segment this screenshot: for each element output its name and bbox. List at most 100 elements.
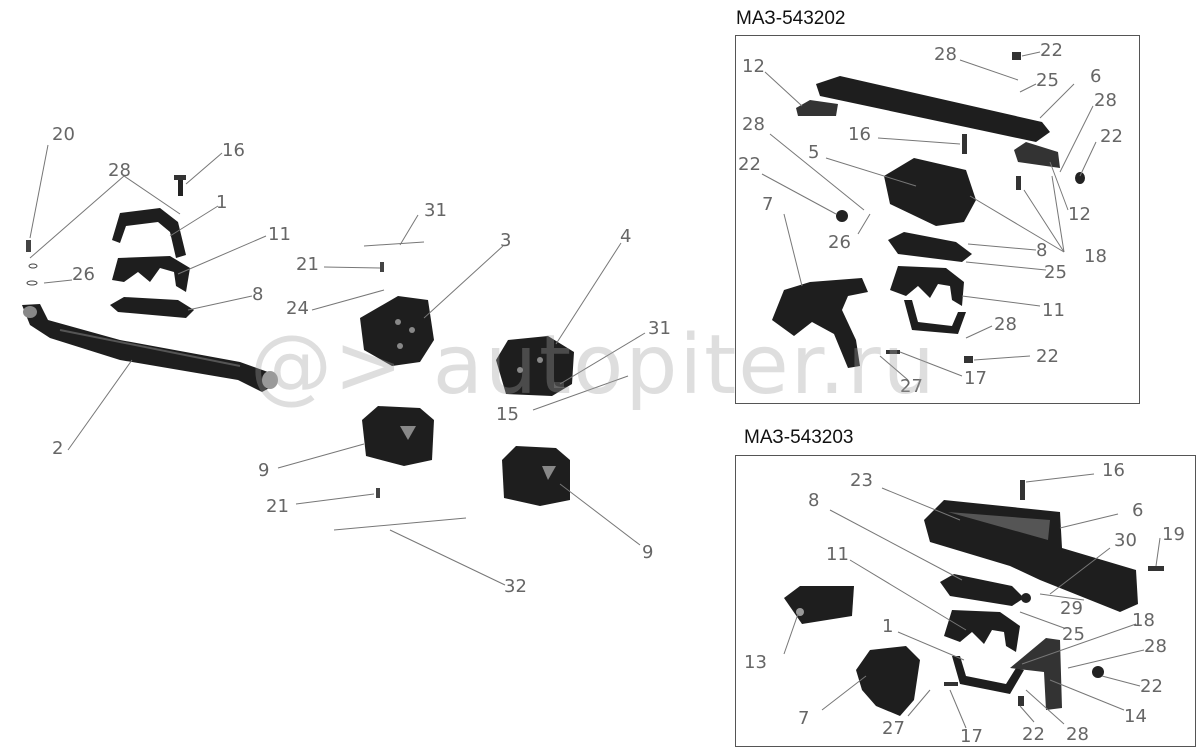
pad-part-8 bbox=[110, 297, 194, 318]
callout-31b: 31 bbox=[648, 318, 671, 339]
bolt-part-20 bbox=[26, 240, 31, 252]
bracket-part-9a bbox=[362, 406, 434, 466]
bracket-part-4 bbox=[496, 336, 574, 396]
callout-7: 7 bbox=[798, 708, 809, 729]
callout-27: 27 bbox=[882, 718, 905, 739]
callout-32: 32 bbox=[504, 576, 527, 597]
lower-small-parts bbox=[944, 480, 1164, 706]
spring-leaf-part-2 bbox=[22, 304, 278, 392]
callout-17: 17 bbox=[960, 726, 983, 747]
leader-lines bbox=[29, 51, 1161, 729]
callout-28: 28 bbox=[934, 44, 957, 65]
upper-variant-frame bbox=[735, 35, 1140, 404]
callout-20: 20 bbox=[52, 124, 75, 145]
lower-clamp-part-1 bbox=[952, 656, 1024, 694]
callout-30: 30 bbox=[1114, 530, 1137, 551]
callout-28: 28 bbox=[1144, 636, 1167, 657]
callout-12: 12 bbox=[1068, 204, 1091, 225]
callout-28: 28 bbox=[994, 314, 1017, 335]
callout-14: 14 bbox=[1124, 706, 1147, 727]
callout-28: 28 bbox=[1066, 724, 1089, 745]
callout-17: 17 bbox=[964, 368, 987, 389]
clamp-part-1 bbox=[112, 208, 186, 258]
callout-11: 11 bbox=[826, 544, 849, 565]
callout-4: 4 bbox=[620, 226, 631, 247]
upper-cushion-part-11 bbox=[890, 266, 966, 334]
callout-25: 25 bbox=[1036, 70, 1059, 91]
callout-9a: 9 bbox=[258, 460, 269, 481]
callout-8: 8 bbox=[808, 490, 819, 511]
callout-16: 16 bbox=[1102, 460, 1125, 481]
lower-arm-part-7 bbox=[856, 646, 920, 716]
upper-beam-part-6 bbox=[816, 76, 1050, 142]
lower-beam-part-6 bbox=[924, 500, 1138, 612]
callout-25: 25 bbox=[1044, 262, 1067, 283]
callout-19: 19 bbox=[1162, 524, 1185, 545]
upper-block-part-5 bbox=[884, 158, 976, 226]
callout-6: 6 bbox=[1132, 500, 1143, 521]
callout-29: 29 bbox=[1060, 598, 1083, 619]
callout-24: 24 bbox=[286, 298, 309, 319]
callout-11: 11 bbox=[1042, 300, 1065, 321]
callout-26: 26 bbox=[72, 264, 95, 285]
callout-7: 7 bbox=[762, 194, 773, 215]
callout-22: 22 bbox=[1140, 676, 1163, 697]
upper-arm-part-7 bbox=[772, 278, 868, 368]
callout-22: 22 bbox=[1036, 346, 1059, 367]
bolt-part-16 bbox=[174, 175, 186, 196]
lower-plate-part-14 bbox=[1010, 638, 1062, 710]
callout-28: 28 bbox=[1094, 90, 1117, 111]
callout-8: 8 bbox=[252, 284, 263, 305]
lower-box-title: МАЗ-543203 bbox=[744, 427, 854, 448]
callout-5: 5 bbox=[808, 142, 819, 163]
callout-22: 22 bbox=[738, 154, 761, 175]
upper-plate-part-12b bbox=[1014, 142, 1060, 168]
callout-28: 28 bbox=[742, 114, 765, 135]
callout-23: 23 bbox=[850, 470, 873, 491]
callout-31a: 31 bbox=[424, 200, 447, 221]
small-bolts bbox=[376, 262, 564, 498]
upper-plate-part-12a bbox=[796, 100, 838, 116]
callout-18: 18 bbox=[1084, 246, 1107, 267]
callout-25: 25 bbox=[1062, 624, 1085, 645]
lower-cushion-part-11 bbox=[944, 610, 1020, 652]
callout-21a: 21 bbox=[296, 254, 319, 275]
lower-variant-frame bbox=[735, 455, 1196, 747]
callout-27: 27 bbox=[900, 376, 923, 397]
callout-28: 28 bbox=[108, 160, 131, 181]
bracket-part-9b bbox=[502, 446, 570, 506]
callout-3: 3 bbox=[500, 230, 511, 251]
callout-26: 26 bbox=[828, 232, 851, 253]
callout-22: 22 bbox=[1040, 40, 1063, 61]
callout-1: 1 bbox=[882, 616, 893, 637]
callout-22: 22 bbox=[1022, 724, 1045, 745]
callout-21b: 21 bbox=[266, 496, 289, 517]
upper-small-parts bbox=[836, 52, 1085, 363]
lower-pad-part-8 bbox=[940, 574, 1024, 606]
callout-18: 18 bbox=[1132, 610, 1155, 631]
callout-12: 12 bbox=[742, 56, 765, 77]
cushion-part-11 bbox=[112, 256, 190, 292]
upper-callouts: 28 22 12 25 6 28 16 22 5 28 22 7 12 26 8… bbox=[738, 40, 1123, 397]
callout-16: 16 bbox=[848, 124, 871, 145]
watermark: @> autopiter.ru bbox=[250, 318, 937, 413]
callout-15: 15 bbox=[496, 404, 519, 425]
ring-part-26 bbox=[26, 263, 38, 286]
callout-6: 6 bbox=[1090, 66, 1101, 87]
bracket-part-3 bbox=[360, 296, 434, 366]
upper-box-title: МАЗ-543202 bbox=[736, 8, 846, 29]
callout-16: 16 bbox=[222, 140, 245, 161]
callout-22: 22 bbox=[1100, 126, 1123, 147]
callout-11: 11 bbox=[268, 224, 291, 245]
callout-2: 2 bbox=[52, 438, 63, 459]
main-callouts: 20 28 16 1 11 26 8 2 31 21 24 3 4 31 15 … bbox=[52, 124, 671, 597]
callout-1: 1 bbox=[216, 192, 227, 213]
upper-pad-part-8 bbox=[888, 232, 972, 262]
thin-rods bbox=[333, 241, 467, 531]
callout-9b: 9 bbox=[642, 542, 653, 563]
lower-callouts: 16 23 6 8 19 30 11 29 18 25 1 28 13 22 7… bbox=[744, 460, 1185, 747]
callout-13: 13 bbox=[744, 652, 767, 673]
callout-8: 8 bbox=[1036, 240, 1047, 261]
lower-plate-part-13 bbox=[784, 586, 854, 624]
